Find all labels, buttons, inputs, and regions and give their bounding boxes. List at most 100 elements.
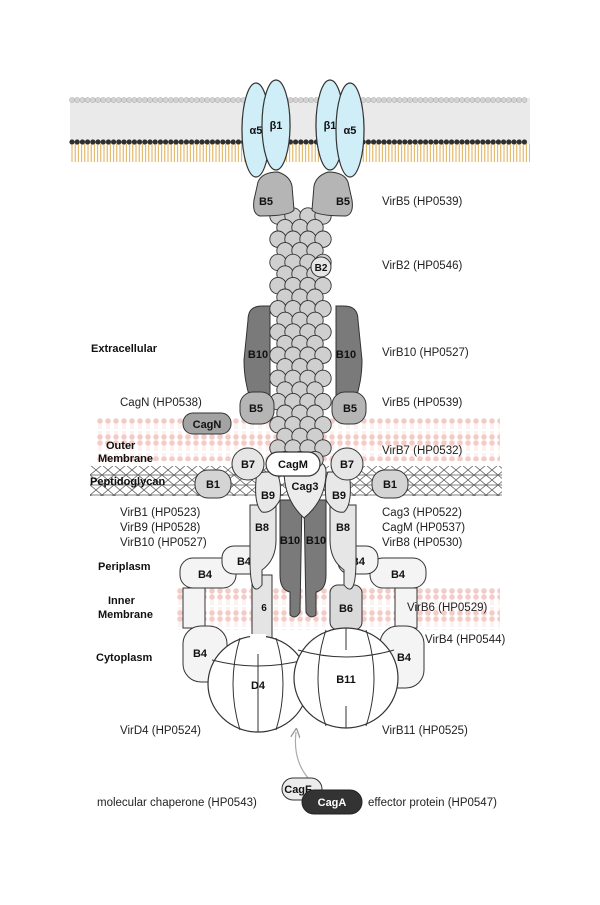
region-outer-membrane-1: Outer: [106, 440, 136, 452]
lipid-head: [438, 97, 445, 103]
lipid-head: [121, 139, 127, 145]
lipid-head: [469, 139, 475, 145]
integrin-right-beta1-label: β1: [324, 120, 337, 132]
lipid-head: [511, 97, 517, 103]
cagn: CagN: [182, 412, 232, 435]
lipid-head: [100, 97, 106, 103]
lipid-head: [137, 139, 143, 145]
b8-right: B8: [329, 504, 357, 590]
b9-left-label: B9: [261, 490, 275, 502]
b4-right-top-label: B4: [391, 569, 406, 581]
lipid-head: [214, 97, 221, 103]
lipid-head: [443, 97, 450, 103]
lipid-head: [215, 139, 221, 145]
lipid-head: [157, 139, 163, 145]
b1-right: B1: [371, 469, 409, 499]
lipid-head: [116, 97, 122, 103]
lipid-head: [397, 139, 403, 145]
lipid-head: [423, 139, 429, 145]
label-effector: effector protein (HP0547): [368, 797, 497, 809]
b7-right: B7: [330, 447, 364, 481]
lipid-head: [105, 97, 112, 103]
lipid-head: [116, 139, 122, 145]
lipid-head: [365, 97, 372, 103]
lipid-head: [173, 139, 179, 145]
lipid-head: [443, 139, 449, 145]
lipid-head: [105, 139, 111, 145]
b4-left-inner-label: B4: [237, 556, 252, 568]
lipid-head: [84, 97, 91, 103]
lipid-head: [433, 139, 439, 145]
region-cytoplasm: Cytoplasm: [96, 652, 152, 664]
integrin-right-alpha5: α5: [335, 82, 365, 178]
label-virb2: VirB2 (HP0546): [382, 260, 462, 272]
lipid-head: [298, 139, 304, 145]
secretion-arrow: [295, 732, 316, 786]
lipid-head: [141, 97, 148, 103]
b9-right-label: B9: [332, 490, 346, 502]
b11-label: B11: [336, 674, 356, 686]
lipid-head: [183, 139, 189, 145]
lipid-head: [365, 139, 371, 145]
b10-inner-right-label: B10: [306, 535, 326, 547]
lipid-head: [194, 139, 200, 145]
label-virb9: VirB9 (HP0528): [120, 522, 200, 534]
b10-inner-core: B10 B10: [279, 499, 327, 618]
lipid-head: [485, 97, 491, 103]
lipid-head: [168, 139, 174, 145]
lipid-head: [417, 97, 424, 103]
b10-outer-right-label: B10: [336, 349, 356, 361]
lipid-head: [391, 97, 398, 103]
label-virb5-mid: VirB5 (HP0539): [382, 397, 462, 409]
lipid-head: [131, 139, 137, 145]
lipid-head: [188, 97, 195, 103]
b1-left-label: B1: [206, 479, 220, 491]
lipid-head: [479, 97, 486, 103]
label-cag3: Cag3 (HP0522): [382, 507, 462, 519]
lipid-head: [417, 139, 423, 145]
lipid-head: [209, 139, 215, 145]
lipid-head: [449, 139, 455, 145]
host-membrane: [69, 97, 530, 162]
lipid-head: [381, 97, 387, 103]
lipid-head: [464, 139, 470, 145]
lipid-head: [178, 139, 184, 145]
lipid-head: [308, 139, 314, 145]
lipid-head: [219, 97, 226, 103]
label-virb8: VirB8 (HP0530): [382, 537, 462, 549]
lipid-head: [131, 97, 138, 103]
lipid-head: [475, 139, 481, 145]
label-virb11: VirB11 (HP0525): [382, 725, 468, 737]
region-inner-membrane-1: Inner: [108, 595, 136, 607]
lipid-head: [303, 97, 309, 103]
label-virb4: VirB4 (HP0544): [425, 634, 505, 646]
b5-top-right-label: B5: [336, 196, 350, 208]
b5-mid-right: B5: [331, 391, 367, 425]
lipid-head: [412, 139, 418, 145]
b4-left-top-label: B4: [198, 569, 213, 581]
lipid-head: [371, 139, 377, 145]
lipid-head: [454, 139, 460, 145]
lipid-head: [235, 97, 242, 103]
lipid-head: [495, 139, 501, 145]
b5-top-left: B5: [253, 171, 295, 217]
lipid-head: [506, 139, 512, 145]
b5-top-left-label: B5: [259, 196, 273, 208]
label-virb1: VirB1 (HP0523): [120, 507, 200, 519]
b7-left-label: B7: [241, 459, 255, 471]
lipid-head: [121, 97, 127, 103]
lipid-head: [152, 139, 158, 145]
b9-right: B9: [324, 471, 351, 513]
b4-left-bottom-label: B4: [193, 648, 208, 660]
lipid-head: [193, 97, 200, 103]
integrin-left-beta1: β1: [261, 79, 291, 171]
cagf-label: CagF: [284, 784, 312, 796]
lipid-head: [100, 139, 106, 145]
lipid-head: [501, 139, 507, 145]
b1-left: B1: [194, 469, 232, 499]
lipid-head: [511, 139, 517, 145]
lipid-head: [376, 139, 382, 145]
integrin-right-alpha5-label: α5: [344, 125, 357, 137]
lipid-head: [428, 139, 434, 145]
